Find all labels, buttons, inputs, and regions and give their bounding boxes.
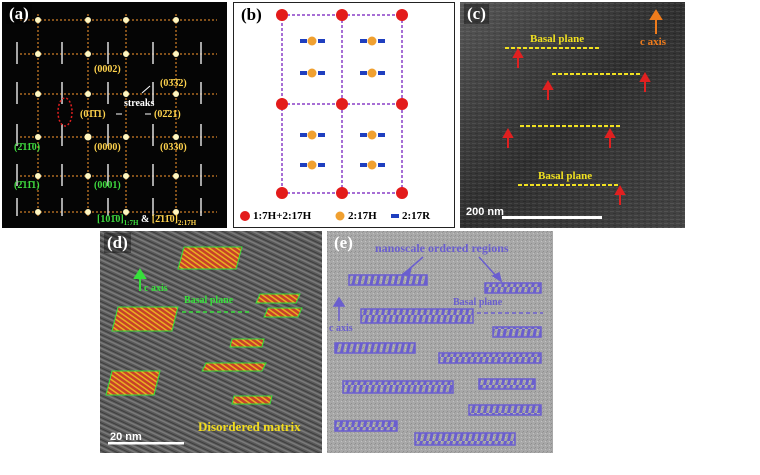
panel-b-schematic: (b) 1:7H+2:17H 2:17H 2:17R: [233, 2, 455, 228]
red-arrows: [502, 47, 651, 205]
basal-plane-label: Basal plane: [184, 295, 234, 306]
zone-axis-2-sub: 2:17H: [177, 219, 197, 227]
basal-plane-label-bottom: Basal plane: [538, 170, 593, 182]
scale-bar: [108, 442, 184, 445]
orange-atoms: [307, 36, 377, 170]
panel-e-schematic: (e) nanoscale ordered regions Basal plan…: [327, 231, 553, 453]
ordered-region-schematic: [327, 231, 553, 453]
red-ellipse-marker: [57, 97, 73, 127]
reciprocal-grid: [20, 14, 217, 217]
zone-axis-caption: [101̄0]1:7H & [2̄11̄0]2:17H: [97, 214, 196, 227]
panel-label-c: (c): [464, 4, 489, 24]
c-axis-label: c axis: [640, 36, 666, 48]
spot-label: (03̄3̄2): [160, 78, 187, 89]
spot-label-green: (0001): [94, 180, 121, 191]
panel-a-diffraction: (a) (0002) (03̄3̄2) streaks (01̄1̄1) (02…: [2, 2, 227, 228]
spot-label: (0000): [94, 142, 121, 153]
zone-axis-join: &: [140, 214, 150, 225]
lattice-schematic: [240, 9, 408, 221]
spot-label: (0002): [94, 64, 121, 75]
scale-bar-label: 20 nm: [110, 431, 142, 443]
ordered-regions: [105, 246, 303, 405]
basal-plane-label-top: Basal plane: [530, 33, 585, 45]
spot-label: (01̄1̄1): [80, 109, 106, 120]
zone-axis-1-sub: 1:7H: [123, 219, 139, 227]
panel-label-d: (d): [104, 233, 131, 253]
zone-axis-1: [101̄0]: [97, 214, 124, 225]
zone-axis-2: [2̄11̄0]: [151, 214, 178, 225]
basal-plane-lines: [505, 47, 640, 186]
spot-label-green: (2̄11̄1): [14, 180, 40, 191]
panel-label-a: (a): [6, 4, 32, 24]
spot-label: (02̄21): [154, 109, 181, 120]
panel-label-b: (b): [238, 5, 265, 25]
diffraction-pattern: [16, 14, 217, 217]
streaks-label: streaks: [124, 98, 155, 109]
blue-atoms: [300, 39, 385, 167]
legend-item-red: 1:7H+2:17H: [253, 210, 312, 222]
hrtem-image-d: [100, 231, 322, 453]
ordered-region-bars: [334, 274, 542, 446]
panel-c-tem: (c) Basal plane c axis Basal plane 200 n…: [460, 2, 685, 228]
nanoscale-regions-title: nanoscale ordered regions: [375, 241, 509, 255]
red-atoms: [276, 9, 408, 199]
spot-label-green: (2̄11̄0): [14, 142, 41, 153]
legend-item-blue: 2:17R: [402, 210, 431, 222]
pointer-arrows: [332, 256, 503, 321]
diffraction-spots: [35, 17, 179, 215]
legend-item-orange: 2:17H: [348, 210, 377, 222]
tem-image-c: [460, 2, 685, 228]
basal-plane-label: Basal plane: [453, 297, 503, 308]
c-axis-arrow: [649, 9, 663, 34]
legend-markers: [240, 211, 399, 221]
c-axis-arrow: [133, 268, 147, 291]
index-arrows: [116, 85, 151, 115]
spot-label: (0330): [160, 142, 187, 153]
panel-label-e: (e): [334, 233, 353, 252]
panel-d-hrtem: (d) c axis Basal plane Disordered matrix…: [100, 231, 322, 453]
c-axis-label: c axis: [329, 323, 353, 334]
disordered-matrix-label: Disordered matrix: [198, 419, 301, 434]
c-axis-label: c axis: [144, 283, 168, 294]
streak-marks: [16, 42, 202, 216]
scale-bar-label: 200 nm: [466, 206, 504, 218]
scale-bar: [502, 216, 602, 219]
